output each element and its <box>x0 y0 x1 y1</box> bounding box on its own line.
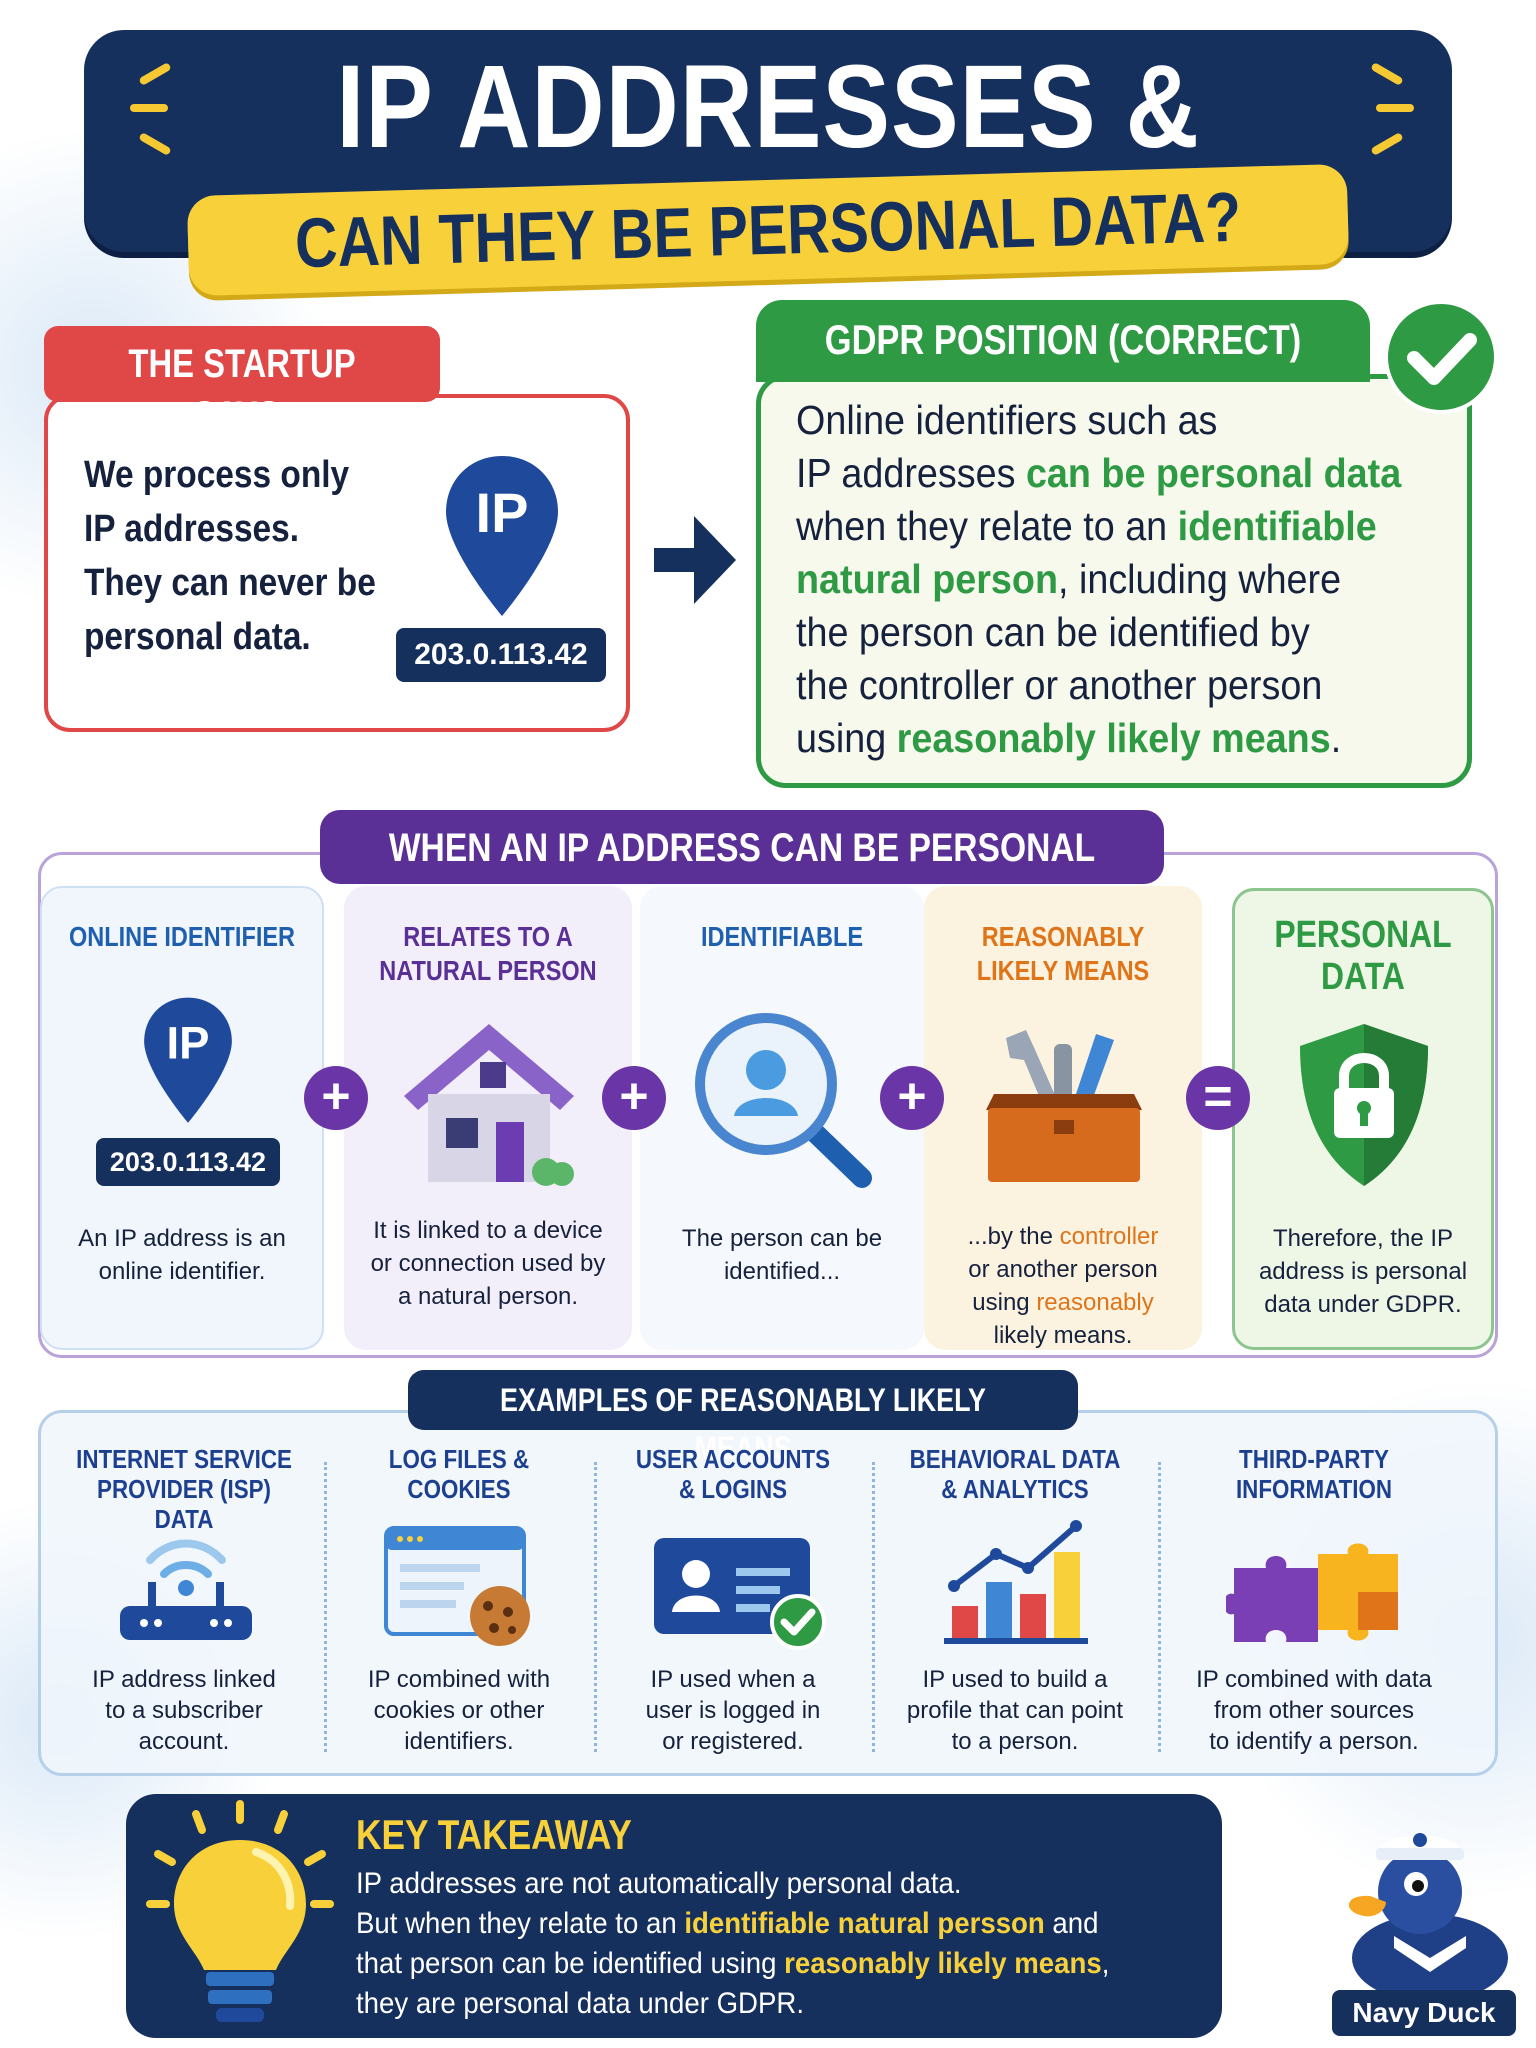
gdpr-tab <box>756 300 1370 382</box>
ip-address-badge: 203.0.113.42 <box>96 1138 280 1186</box>
divider <box>594 1462 597 1752</box>
plus-operator: + <box>880 1066 944 1130</box>
key-takeaway-panel <box>126 1794 1222 2038</box>
claim-line: IP addresses. <box>84 508 300 550</box>
equals-operator: = <box>1186 1066 1250 1130</box>
step-title: IDENTIFIABLE <box>700 921 864 952</box>
gdpr-title: GDPR POSITION (CORRECT) <box>824 316 1302 363</box>
step-title: ONLINE IDENTIFIER <box>68 921 296 952</box>
arrow-right-icon <box>654 516 736 604</box>
ip-location-pin-icon: IP <box>446 456 558 616</box>
light-bulb-icon <box>146 1800 334 2022</box>
spark-ray <box>130 104 168 112</box>
key-takeaway-title: KEY TAKEAWAY <box>356 1811 632 1858</box>
claim-line: They can never be <box>84 562 376 604</box>
step-online-identifier <box>40 886 324 1350</box>
claim-line: We process only <box>84 454 350 496</box>
check-circle-icon <box>1384 300 1498 414</box>
gdpr-position-card <box>756 374 1472 788</box>
startup-claim-text: We process only IP addresses. They can n… <box>84 448 383 664</box>
key-takeaway-text: IP addresses are not automatically perso… <box>356 1867 1110 2020</box>
step-description: ...by the controller or another person u… <box>967 1223 1159 1349</box>
navy-duck-mascot-icon <box>1348 1833 1508 1998</box>
plus-operator: + <box>602 1066 666 1130</box>
spark-ray <box>1376 104 1414 112</box>
example-title: BEHAVIORAL DATA& ANALYTICS <box>909 1444 1121 1504</box>
when-section-tab <box>320 810 1164 884</box>
shield-lock-icon <box>1300 1024 1428 1186</box>
router-wifi-icon <box>120 1539 252 1640</box>
ip-location-pin-icon: IP <box>144 997 232 1123</box>
plus-operator: + <box>304 1066 368 1130</box>
ip-pin-label: IP <box>476 481 529 544</box>
startup-title: THE STARTUP SAYS: <box>128 342 356 438</box>
ip-address-badge: 203.0.113.42 <box>396 628 606 682</box>
mascot-label: Navy Duck <box>1332 1990 1516 2036</box>
example-title: LOG FILES &COOKIES <box>388 1444 530 1504</box>
examples-tab <box>408 1370 1078 1430</box>
bar-chart-analytics-icon <box>944 1520 1088 1644</box>
divider <box>872 1462 875 1752</box>
startup-tab <box>44 326 440 402</box>
user-account-check-icon <box>654 1538 826 1650</box>
claim-line: personal data. <box>84 616 311 658</box>
examples-title: EXAMPLES OF REASONABLY LIKELY MEANS <box>500 1382 986 1466</box>
divider <box>1158 1462 1161 1752</box>
example-title: USER ACCOUNTS& LOGINS <box>635 1444 831 1504</box>
magnifier-person-icon <box>695 1013 872 1188</box>
browser-cookie-icon <box>384 1526 530 1646</box>
toolbox-icon <box>986 1030 1142 1182</box>
puzzle-pieces-icon <box>1226 1543 1398 1642</box>
divider <box>324 1462 327 1752</box>
ip-pin-label: IP <box>167 1018 210 1069</box>
gdpr-position-text: Online identifiers such as IP addresses … <box>796 397 1402 761</box>
house-icon <box>404 1024 574 1186</box>
